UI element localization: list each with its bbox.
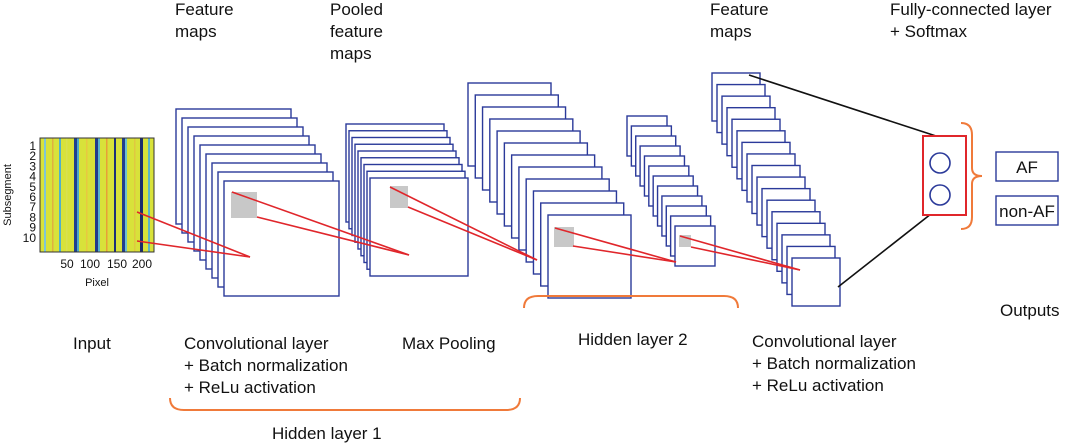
connection-line — [136, 211, 251, 258]
heatmap-stripe — [66, 138, 68, 252]
connection-line — [554, 227, 677, 263]
output-brace — [960, 122, 983, 230]
heatmap-stripe — [114, 138, 116, 252]
input-y-tick: 4 — [29, 170, 36, 184]
input-y-tick: 6 — [29, 190, 36, 204]
label-input: Input — [73, 334, 111, 353]
label-max-pooling: Max Pooling — [402, 334, 496, 353]
feature-map-stack-1 — [175, 108, 340, 297]
bracket-hidden-layer-1 — [169, 397, 521, 411]
label-feature-maps-1: Feature maps — [175, 0, 238, 41]
heatmap-stripe — [98, 138, 100, 252]
connection-line — [690, 246, 801, 271]
input-y-tick: 10 — [23, 231, 37, 245]
feature-map-stack-4 — [626, 115, 716, 267]
feature-map-stacks — [175, 72, 841, 307]
input-x-ticks: 50 100 150 200 — [60, 257, 152, 271]
heatmap-stripe — [52, 138, 54, 252]
connection-line — [572, 245, 677, 263]
input-y-tick: 2 — [29, 149, 36, 163]
fc-connections — [748, 74, 937, 288]
heatmap-stripe — [59, 138, 61, 252]
connection-line — [407, 206, 538, 261]
fc-neuron — [929, 184, 951, 206]
feature-map — [369, 177, 469, 277]
label-feature-maps-2: Feature maps — [710, 0, 773, 41]
input-x-axis-label: Pixel — [85, 277, 109, 289]
connection-line — [389, 186, 538, 261]
heatmap-stripe — [86, 138, 88, 252]
feature-map — [791, 257, 841, 307]
heatmap-stripe — [106, 138, 108, 252]
label-conv-layer-1: Convolutional layer + Batch normalizatio… — [184, 334, 353, 397]
bracket-hidden-layer-2 — [523, 295, 739, 309]
input-x-tick: 200 — [132, 257, 152, 271]
heatmap-stripe — [74, 138, 77, 252]
label-outputs: Outputs — [1000, 301, 1060, 320]
kernel-square-2 — [390, 186, 408, 208]
connection-line — [256, 216, 410, 256]
input-y-tick: 9 — [29, 221, 36, 235]
input-y-tick: 3 — [29, 159, 36, 173]
label-conv-layer-2: Convolutional layer + Batch normalizatio… — [752, 332, 921, 395]
receptive-field-connections — [136, 186, 801, 271]
feature-map-stack-5 — [711, 72, 841, 307]
connection-line — [231, 191, 410, 256]
label-pooled-feature-maps: Pooled feature maps — [330, 0, 388, 63]
connection-line — [679, 235, 801, 271]
heatmap-stripe — [122, 138, 125, 252]
output-box-non-af — [995, 195, 1059, 226]
input-y-tick: 7 — [29, 200, 36, 214]
heatmap-stripe — [148, 138, 150, 252]
input-y-tick: 1 — [29, 139, 36, 153]
input-y-axis-label: Subsegment — [2, 164, 14, 226]
input-x-tick: 100 — [80, 257, 100, 271]
heatmap-stripe — [134, 138, 136, 252]
output-box-af — [995, 151, 1059, 182]
input-y-tick: 8 — [29, 210, 36, 224]
fc-connection-line — [748, 74, 937, 137]
fc-neuron — [929, 152, 951, 174]
label-hidden-layer-1: Hidden layer 1 — [272, 424, 382, 443]
heatmap-stripe — [95, 138, 98, 252]
feature-map-stack-3 — [467, 82, 632, 299]
input-image-stripes — [44, 138, 150, 252]
input-y-tick: 5 — [29, 180, 36, 194]
feature-map-stack-2 — [345, 123, 469, 277]
label-fully-connected: Fully-connected layer + Softmax — [890, 0, 1056, 41]
heatmap-stripe — [125, 138, 127, 252]
heatmap-stripe — [77, 138, 79, 252]
input-x-tick: 150 — [107, 257, 127, 271]
output-label-non-af: non-AF — [999, 202, 1055, 221]
heatmap-stripe — [44, 138, 46, 252]
fully-connected-layer — [922, 135, 967, 216]
input-x-tick: 50 — [60, 257, 74, 271]
connection-line — [136, 240, 251, 258]
heatmap-stripe — [140, 138, 143, 252]
fc-connection-line — [837, 209, 937, 288]
output-label-af: AF — [1016, 158, 1038, 177]
input-image-frame — [39, 137, 155, 253]
label-hidden-layer-2: Hidden layer 2 — [578, 330, 688, 349]
